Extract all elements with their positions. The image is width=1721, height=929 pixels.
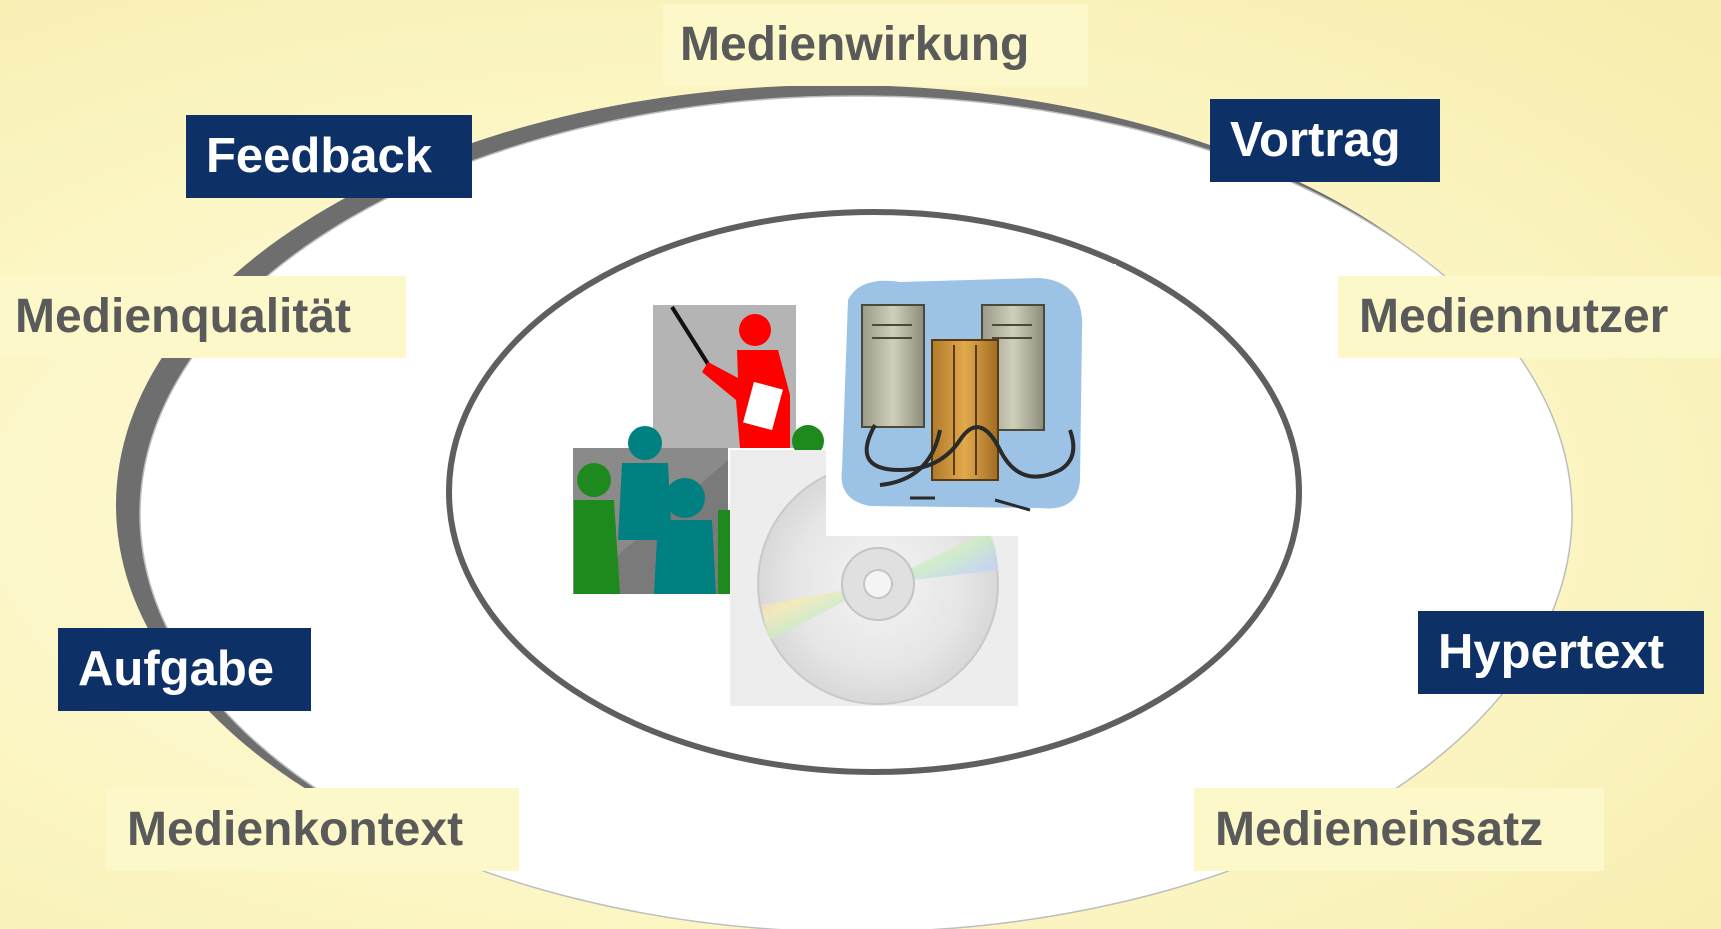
label-aufgabe: Aufgabe bbox=[58, 628, 311, 711]
label-hypertext: Hypertext bbox=[1418, 611, 1704, 694]
label-feedback: Feedback bbox=[186, 115, 472, 198]
label-medienkontext: Medienkontext bbox=[106, 788, 519, 871]
label-mediennutzer: Mediennutzer bbox=[1338, 276, 1721, 358]
label-medieneinsatz: Medieneinsatz bbox=[1194, 788, 1604, 871]
computer-network-clipart bbox=[826, 264, 1116, 536]
label-medienqualitaet: Medienqualität bbox=[0, 276, 406, 358]
presentation-clipart bbox=[573, 305, 824, 594]
label-medienwirkung: Medienwirkung bbox=[663, 4, 1088, 86]
label-vortrag: Vortrag bbox=[1210, 99, 1440, 182]
